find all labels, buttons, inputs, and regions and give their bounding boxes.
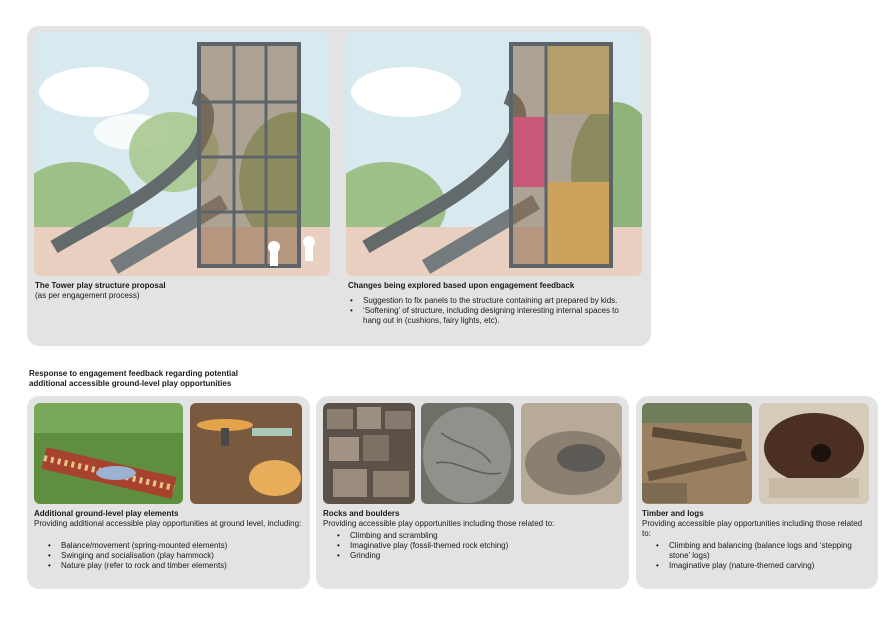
list-item: Climbing and balancing (balance logs and…: [654, 541, 874, 561]
list-item: Balance/movement (spring-mounted element…: [46, 541, 306, 551]
list-item: Swinging and socialisation (play hammock…: [46, 551, 306, 561]
tower-changes-illustration: [346, 32, 642, 276]
tower-proposal-illustration: [34, 32, 330, 276]
grinding-stone-photo: [521, 403, 622, 504]
ground-list: Balance/movement (spring-mounted element…: [46, 541, 306, 571]
boulders-photo: [323, 403, 415, 504]
list-item: Suggestion to fix panels to the structur…: [348, 296, 633, 306]
list-item: ‘Softening’ of structure, including desi…: [348, 306, 633, 326]
spring-elements-photo: [190, 403, 302, 504]
response-heading-line1: Response to engagement feedback regardin…: [29, 369, 238, 378]
tower-proposal-title: The Tower play structure proposal: [35, 281, 166, 290]
changes-title: Changes being explored based upon engage…: [348, 281, 575, 290]
balance-logs-photo: [642, 403, 752, 504]
response-heading-line2: additional accessible ground-level play …: [29, 379, 232, 388]
list-item: Grinding: [335, 551, 620, 561]
timber-title: Timber and logs: [642, 509, 704, 518]
fossil-rock-photo: [421, 403, 514, 504]
list-item: Nature play (refer to rock and timber el…: [46, 561, 306, 571]
timber-intro: Providing accessible play opportunities …: [642, 519, 863, 538]
rocks-intro: Providing accessible play opportunities …: [323, 519, 555, 528]
timber-list: Climbing and balancing (balance logs and…: [654, 541, 874, 571]
rocks-list: Climbing and scrambling Imaginative play…: [335, 531, 620, 561]
list-item: Climbing and scrambling: [335, 531, 620, 541]
ground-title: Additional ground-level play elements: [34, 509, 179, 518]
hammock-photo: [34, 403, 183, 504]
ground-intro: Providing additional accessible play opp…: [34, 519, 302, 528]
carved-log-photo: [759, 403, 869, 504]
rocks-title: Rocks and boulders: [323, 509, 400, 518]
tower-proposal-subtitle: (as per engagement process): [35, 291, 140, 300]
list-item: Imaginative play (fossil-themed rock etc…: [335, 541, 620, 551]
list-item: Imaginative play (nature-themed carving): [654, 561, 874, 571]
changes-list: Suggestion to fix panels to the structur…: [348, 296, 633, 326]
